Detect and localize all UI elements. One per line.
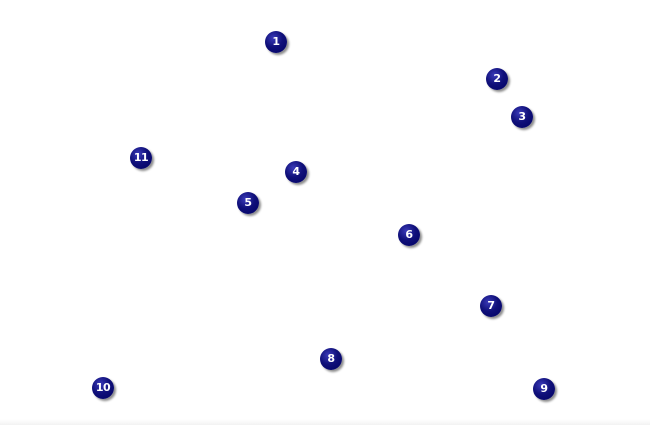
marker-2[interactable]: 2 bbox=[486, 68, 508, 90]
marker-1[interactable]: 1 bbox=[265, 31, 287, 53]
marker-3[interactable]: 3 bbox=[511, 106, 533, 128]
marker-9[interactable]: 9 bbox=[533, 378, 555, 400]
marker-11[interactable]: 11 bbox=[130, 147, 152, 169]
marker-label: 7 bbox=[487, 299, 495, 312]
marker-label: 11 bbox=[133, 151, 149, 164]
marker-label: 1 bbox=[272, 35, 280, 48]
bottom-edge-strip bbox=[0, 419, 650, 425]
marker-label: 4 bbox=[292, 165, 300, 178]
marker-label: 2 bbox=[493, 72, 501, 85]
marker-label: 3 bbox=[518, 110, 526, 123]
marker-10[interactable]: 10 bbox=[92, 377, 114, 399]
marker-label: 8 bbox=[327, 352, 335, 365]
marker-label: 6 bbox=[405, 228, 413, 241]
marker-label: 9 bbox=[540, 382, 548, 395]
marker-4[interactable]: 4 bbox=[285, 161, 307, 183]
marker-8[interactable]: 8 bbox=[320, 348, 342, 370]
marker-5[interactable]: 5 bbox=[237, 192, 259, 214]
marker-7[interactable]: 7 bbox=[480, 295, 502, 317]
marker-label: 5 bbox=[244, 196, 252, 209]
marker-6[interactable]: 6 bbox=[398, 224, 420, 246]
marker-label: 10 bbox=[95, 381, 111, 394]
